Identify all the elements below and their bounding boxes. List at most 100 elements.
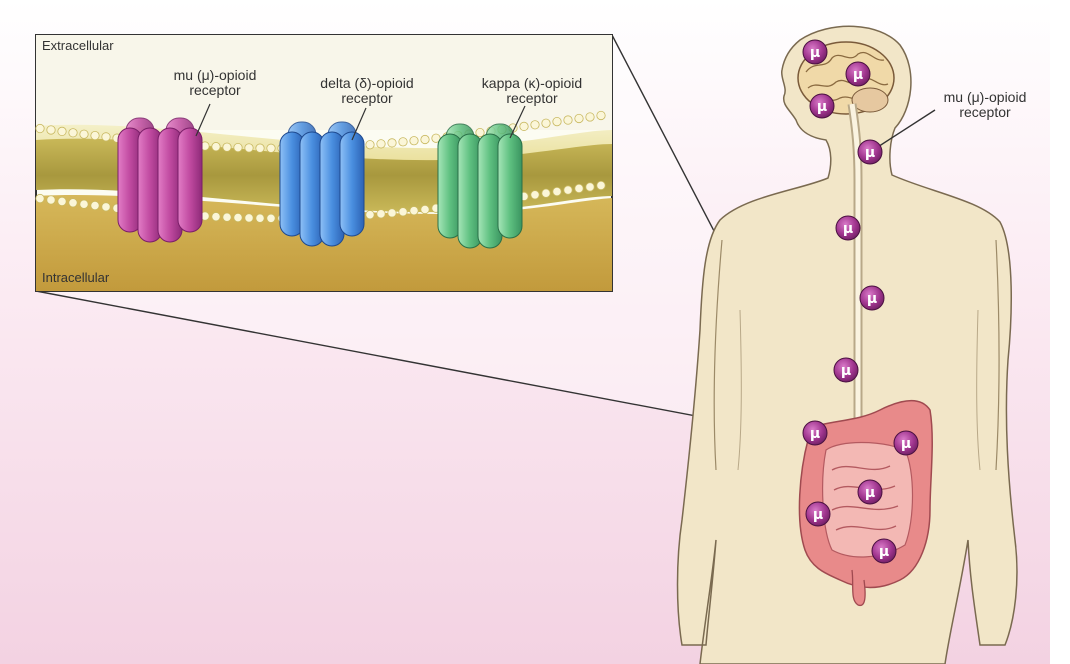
delta-receptor-label-line2: receptor <box>341 89 393 106</box>
mu-receptor-marker: μ <box>802 420 828 446</box>
lipid-head <box>541 188 551 198</box>
marker-circle <box>835 215 861 241</box>
mu-receptor-marker: μ <box>833 357 859 383</box>
lipid-head <box>57 196 67 206</box>
lipid-head <box>563 115 573 125</box>
lipid-head <box>530 120 540 130</box>
human-body <box>676 25 1018 664</box>
lipid-head <box>46 125 56 135</box>
mu-receptor-marker: μ <box>857 479 883 505</box>
lipid-head <box>398 207 408 217</box>
lipid-head <box>79 129 89 139</box>
lipid-head <box>211 142 221 152</box>
marker-circle <box>893 430 919 456</box>
mu-receptor-marker: μ <box>809 93 835 119</box>
lipid-head <box>79 199 89 209</box>
receptor-helix <box>339 131 365 237</box>
lipid-head <box>475 127 485 138</box>
marker-symbol: μ <box>901 436 911 452</box>
mu-opioid-receptor <box>117 117 203 243</box>
marker-symbol: μ <box>810 426 820 442</box>
lipid-head <box>376 139 386 149</box>
mu-receptor-label: mu (μ)-opioid receptor <box>150 68 280 97</box>
lipid-head <box>255 213 265 223</box>
kappa-receptor-label-line1: kappa (κ)-opioid <box>481 75 583 91</box>
marker-symbol: μ <box>865 145 875 161</box>
mu-receptor-marker: μ <box>835 215 861 241</box>
lipid-head <box>409 206 419 216</box>
lipid-head <box>563 185 573 195</box>
delta-opioid-receptor <box>279 121 365 247</box>
marker-symbol: μ <box>817 99 827 115</box>
body-mu-receptor-label: mu (μ)-opioid receptor <box>920 90 1050 119</box>
lipid-head <box>574 183 584 194</box>
marker-circle <box>845 61 871 87</box>
lipid-head <box>46 195 56 205</box>
body-mu-receptor-label-line2: receptor <box>959 103 1011 120</box>
marker-symbol: μ <box>853 67 863 83</box>
kappa-opioid-receptor <box>437 123 523 249</box>
lipid-head <box>596 110 606 121</box>
marker-symbol: μ <box>841 363 851 379</box>
lipid-head <box>101 132 111 142</box>
delta-leader-line <box>351 107 367 141</box>
marker-circle <box>809 93 835 119</box>
marker-circle <box>805 501 831 527</box>
mu-leader-line <box>195 103 211 137</box>
lipid-head <box>222 142 232 152</box>
marker-symbol: μ <box>865 485 875 501</box>
lipid-head <box>387 208 397 218</box>
lipid-head <box>420 134 430 145</box>
mu-receptor-marker: μ <box>802 39 828 65</box>
mu-receptor-marker: μ <box>845 61 871 87</box>
lipid-head <box>233 212 243 223</box>
lipid-head <box>530 190 540 200</box>
marker-symbol: μ <box>813 507 823 523</box>
lipid-head <box>552 187 562 197</box>
body-callout-line <box>869 109 936 153</box>
receptor-group <box>117 117 523 249</box>
lipid-head <box>409 136 419 146</box>
lipid-head <box>233 142 243 153</box>
zoom-line-lower <box>35 290 813 439</box>
lipid-head <box>585 112 595 122</box>
lipid-head <box>101 202 111 212</box>
lipid-head <box>68 128 78 138</box>
lipid-head <box>365 210 375 220</box>
lipid-head <box>519 121 529 131</box>
lipid-head <box>255 143 265 153</box>
lipid-head <box>376 209 386 219</box>
receptor-helix <box>497 133 523 239</box>
lipid-head <box>596 180 606 191</box>
extracellular-label: Extracellular <box>42 38 114 53</box>
lipid-head <box>420 204 430 215</box>
lipid-head <box>57 126 67 136</box>
mu-receptor-markers: μ μ μ μ μ μ μ μ μ μ μ μ <box>802 39 919 564</box>
marker-symbol: μ <box>843 221 853 237</box>
mu-receptor-label-line2: receptor <box>189 81 241 98</box>
lipid-head <box>398 137 408 147</box>
marker-circle <box>871 538 897 564</box>
lipid-head <box>266 143 276 153</box>
lipid-head <box>387 138 397 148</box>
right-margin <box>1050 0 1070 664</box>
mu-receptor-marker: μ <box>859 285 885 311</box>
marker-circle <box>802 420 828 446</box>
kappa-receptor-label: kappa (κ)-opioid receptor <box>462 76 602 105</box>
delta-receptor-label: delta (δ)-opioid receptor <box>302 76 432 105</box>
marker-circle <box>859 285 885 311</box>
marker-symbol: μ <box>810 45 820 61</box>
delta-receptor-label-line1: delta (δ)-opioid <box>320 75 414 91</box>
lipid-head <box>585 182 595 192</box>
mu-receptor-marker: μ <box>871 538 897 564</box>
marker-circle <box>833 357 859 383</box>
mu-receptor-marker: μ <box>805 501 831 527</box>
lipid-head <box>574 113 584 124</box>
lipid-head <box>211 212 221 222</box>
marker-circle <box>857 479 883 505</box>
lipid-head <box>266 213 276 223</box>
lipid-head <box>541 118 551 128</box>
body-mu-receptor-label-line1: mu (μ)-opioid <box>943 89 1027 105</box>
